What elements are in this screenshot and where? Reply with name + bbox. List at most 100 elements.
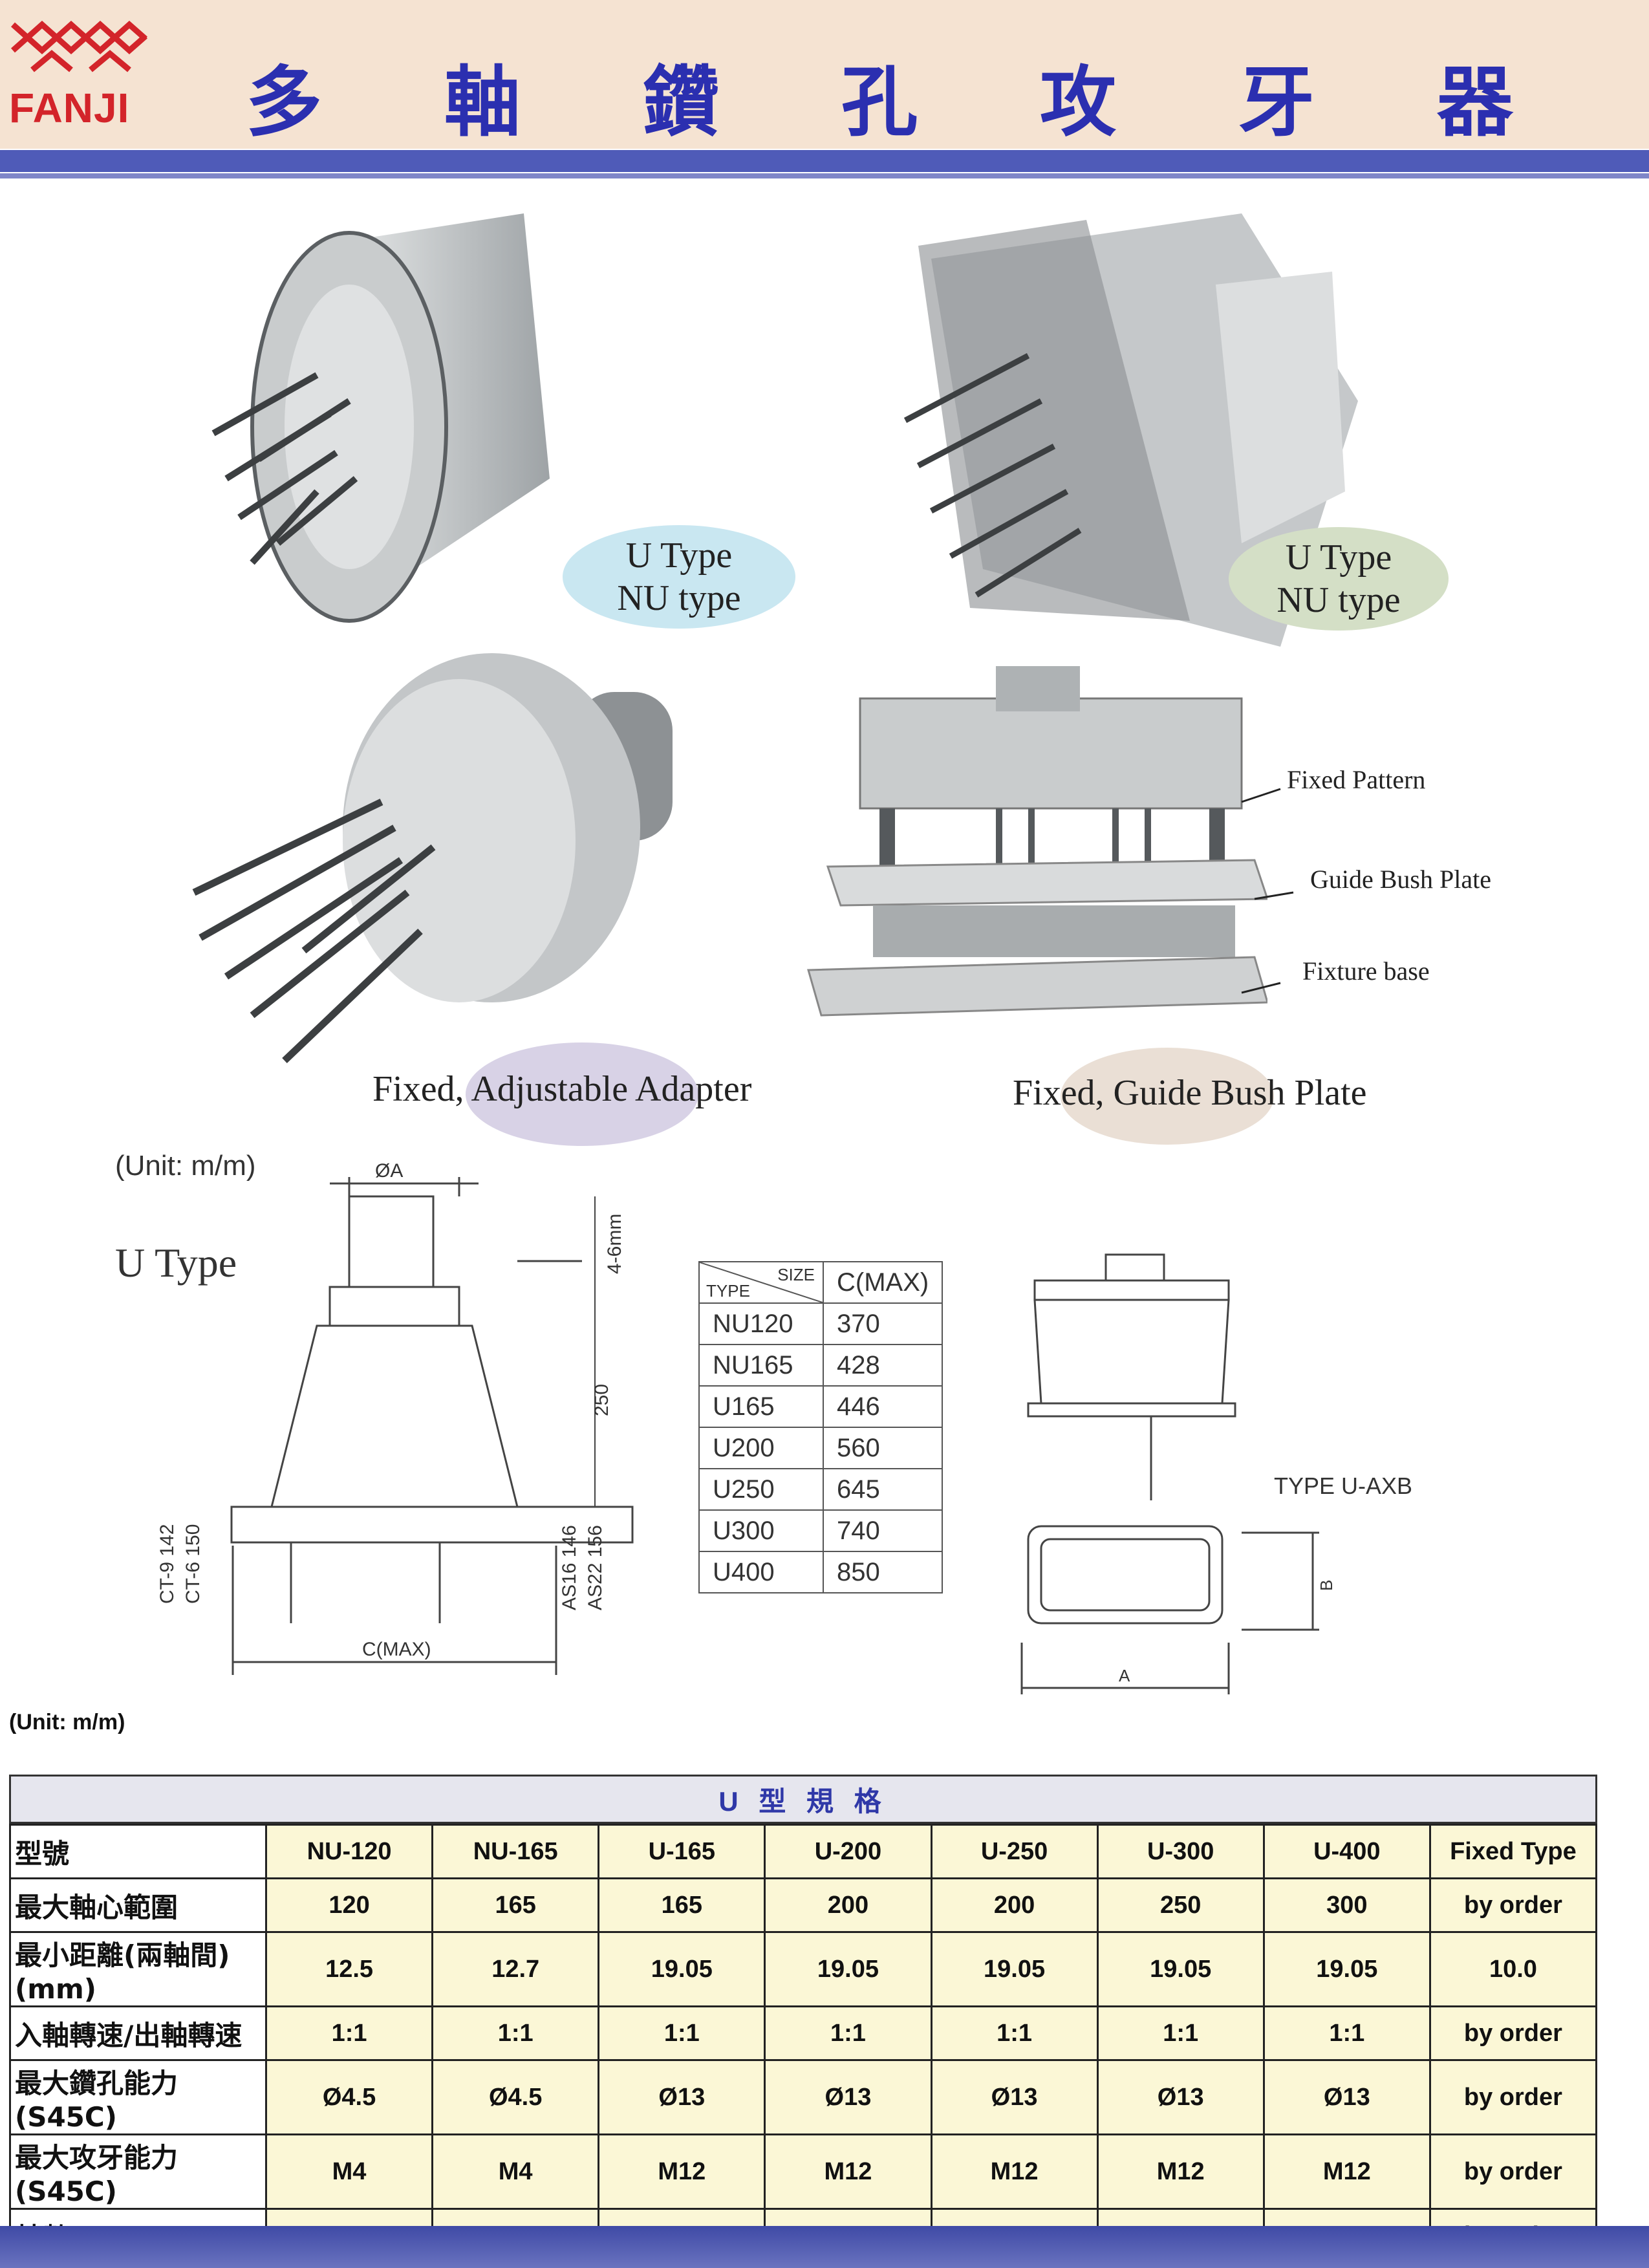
table-cell: 19.05 — [1096, 1931, 1265, 2007]
dim-as22: AS22 156 — [585, 1525, 606, 1610]
size-cmax: 850 — [822, 1551, 943, 1593]
table-cell: Ø13 — [764, 2059, 932, 2135]
table-cell: by order — [1428, 2005, 1598, 2061]
footer-bar — [0, 2226, 1649, 2268]
table-cell: 19.05 — [764, 1931, 932, 2007]
spec-header-cell: U-200 — [764, 1824, 932, 1879]
caption-bubble-guide — [1061, 1048, 1274, 1145]
dim-cmax: C(MAX) — [362, 1639, 431, 1660]
brand-logo-mark — [11, 20, 147, 72]
part-leader-lines — [1241, 788, 1294, 994]
spec-header-cell: U-165 — [598, 1824, 766, 1879]
size-cmax: 740 — [822, 1509, 943, 1552]
table-cell: Ø13 — [1262, 2059, 1431, 2135]
size-type: U165 — [698, 1385, 824, 1428]
size-type: U400 — [698, 1551, 824, 1593]
table-cell: 12.7 — [431, 1931, 600, 2007]
table-cell: 200 — [764, 1877, 932, 1933]
corner-size-label: SIZE — [777, 1265, 815, 1284]
size-type: U300 — [698, 1509, 824, 1552]
corner-type-label: TYPE — [706, 1281, 750, 1301]
bubble-line: NU type — [617, 578, 741, 618]
spec-header-cell: 型號 — [9, 1824, 267, 1879]
title-char: 孔 — [841, 58, 918, 147]
spec-table-title: U 型 規 格 — [9, 1775, 1597, 1824]
size-table-header: C(MAX) — [822, 1261, 943, 1304]
title-char: 器 — [1436, 58, 1513, 147]
spec-header-cell: U-250 — [930, 1824, 1099, 1879]
header-divider — [0, 150, 1649, 172]
corner-diagonal — [700, 1262, 823, 1302]
caption-adjustable-adapter: Fixed, Adjustable Adapter — [372, 1069, 752, 1109]
bubble-line: U Type — [625, 535, 733, 576]
table-cell: M4 — [431, 2133, 600, 2210]
table-cell: M12 — [598, 2133, 766, 2210]
table-cell: 19.05 — [598, 1931, 766, 2007]
unit-note: (Unit: m/m) — [115, 1150, 256, 1182]
label-fixed-pattern: Fixed Pattern — [1287, 765, 1426, 794]
title-char: 多 — [246, 58, 323, 147]
row-label: 最小距離(兩軸間)(mm) — [9, 1931, 267, 2007]
spec-header-cell: U-300 — [1096, 1824, 1265, 1879]
dim-ct9: CT-9 142 — [156, 1524, 178, 1604]
table-cell: 19.05 — [930, 1931, 1099, 2007]
dim-b: B — [1317, 1580, 1336, 1591]
u-type-bubble: U Type NU type — [563, 525, 795, 629]
size-type: NU120 — [698, 1302, 824, 1345]
table-cell: Ø13 — [598, 2059, 766, 2135]
table-cell: 10.0 — [1428, 1931, 1598, 2007]
size-cmax: 428 — [822, 1344, 943, 1387]
table-cell: by order — [1428, 2059, 1598, 2135]
table-cell: 1:1 — [264, 2005, 434, 2061]
table-cell: M12 — [1096, 2133, 1265, 2210]
table-cell: Ø13 — [930, 2059, 1099, 2135]
table-cell: 200 — [930, 1877, 1099, 1933]
dim-a: ØA — [375, 1160, 403, 1182]
size-cmax: 446 — [822, 1385, 943, 1428]
guide-bush-plate-photo — [807, 666, 1267, 1017]
title-char: 攻 — [1039, 58, 1116, 147]
table-cell: 1:1 — [764, 2005, 932, 2061]
nu-type-bubble: U Type NU type — [1229, 527, 1449, 631]
table-cell: 1:1 — [930, 2005, 1099, 2061]
spec-table-wrapper: U 型 規 格 型號 NU-120 NU-165 U-165 U-200 U-2… — [9, 1775, 1598, 2263]
label-fixture-base: Fixture base — [1302, 956, 1430, 986]
row-label: 入軸轉速/出軸轉速 — [9, 2005, 267, 2061]
table-cell: M12 — [1262, 2133, 1431, 2210]
nu-type-drill-head-photo — [903, 213, 1358, 647]
u-type-drill-head-photo — [211, 213, 550, 623]
table-cell: Ø4.5 — [431, 2059, 600, 2135]
label-guide-bush-plate: Guide Bush Plate — [1310, 865, 1491, 894]
size-cmax: 560 — [822, 1427, 943, 1469]
caption-bubble-adapter — [466, 1042, 698, 1146]
size-type: NU165 — [698, 1344, 824, 1387]
table-cell: M12 — [764, 2133, 932, 2210]
size-table-header-row: SIZE TYPE C(MAX) — [698, 1261, 943, 1304]
spec-header-row: 型號 NU-120 NU-165 U-165 U-200 U-250 U-300… — [9, 1824, 1598, 1879]
dim-250: 250 — [591, 1384, 612, 1416]
dim-as16: AS16 146 — [559, 1525, 580, 1610]
header-divider-thin — [0, 173, 1649, 178]
table-cell: M12 — [930, 2133, 1099, 2210]
table-cell: 165 — [598, 1877, 766, 1933]
adjustable-adapter-photo — [192, 653, 673, 1063]
size-type: U200 — [698, 1427, 824, 1469]
type-u-axb-label: TYPE U-AXB — [1274, 1473, 1412, 1499]
table-cell: 1:1 — [1262, 2005, 1431, 2061]
title-char: 牙 — [1238, 58, 1315, 147]
table-cell: by order — [1428, 1877, 1598, 1933]
spec-table: 型號 NU-120 NU-165 U-165 U-200 U-250 U-300… — [9, 1824, 1598, 2263]
row-label: 最大軸心範圍 — [9, 1877, 267, 1933]
u-axb-technical-drawing: TYPE U-AXB B A — [1020, 1253, 1412, 1694]
